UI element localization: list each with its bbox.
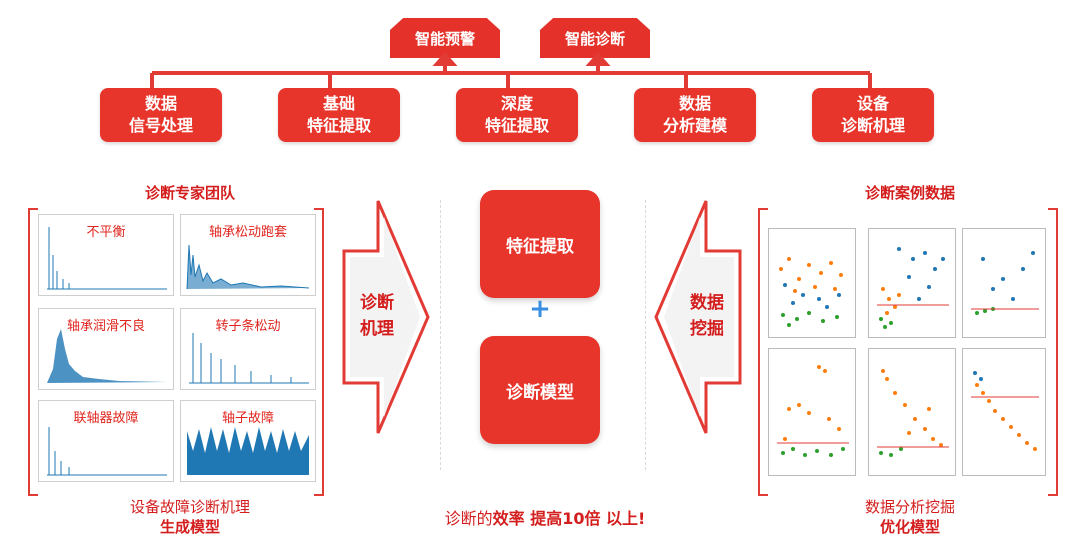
output-label: 智能诊断: [564, 29, 625, 48]
output-smart-diagnosis: 智能诊断: [540, 18, 650, 58]
left-panel-title: 诊断专家团队: [144, 184, 235, 202]
slogan-part2: 效率 提高10倍 以上!: [492, 509, 646, 528]
method-line1: 数据: [678, 94, 711, 113]
right-arrow-line1: 数据: [690, 293, 724, 313]
scatter-chart: [971, 251, 1039, 315]
feature-extraction-box: 特征提取: [480, 190, 600, 298]
scatter-plot: [868, 228, 956, 338]
method-line2: 信号处理: [128, 116, 193, 135]
spectrum-chart: [187, 427, 309, 475]
left-caption-line2: 生成模型: [159, 518, 220, 536]
right-arrow-line2: 挖掘: [690, 319, 724, 339]
method-line2: 诊断机理: [840, 116, 905, 135]
right-caption-line1: 数据分析挖掘: [864, 498, 955, 516]
spectrum-chart: [47, 427, 167, 476]
method-basic-features: 基础 特征提取: [278, 88, 400, 142]
method-line2: 特征提取: [484, 116, 549, 135]
slogan-part1: 诊断的: [444, 509, 493, 528]
spectrum-chart: [47, 227, 167, 290]
output-label: 智能预警: [414, 29, 475, 48]
scatter-chart: [777, 365, 849, 457]
method-data-modeling: 数据 分析建模: [634, 88, 756, 142]
plus-sign: +: [529, 294, 551, 324]
method-signal-processing: 数据 信号处理: [100, 88, 222, 142]
left-caption-line1: 设备故障诊断机理: [129, 498, 250, 516]
connector-lines: [150, 51, 872, 90]
divider-left: [440, 200, 441, 470]
scatter-chart: [971, 371, 1039, 451]
method-deep-features: 深度 特征提取: [456, 88, 578, 142]
fault-label: 转子条松动: [215, 319, 281, 334]
method-line1: 数据: [144, 94, 177, 113]
spectrum-chart: [189, 333, 309, 384]
scatter-chart: [779, 257, 843, 327]
right-caption-line2: 优化模型: [879, 518, 940, 536]
left-arrow-line2: 机理: [360, 319, 394, 339]
scatter-plot: [768, 228, 856, 338]
spectrum-chart: [186, 244, 310, 290]
method-line2: 特征提取: [306, 116, 371, 135]
scatter-chart: [877, 247, 949, 329]
method-diagnosis-mechanism: 设备 诊断机理: [812, 88, 934, 142]
scatter-plot: [868, 348, 956, 476]
fault-label: 轴承松动跑套: [208, 225, 287, 240]
output-smart-warning: 智能预警: [390, 18, 500, 58]
spectrum-chart: [47, 329, 167, 383]
fault-label: 轴子故障: [221, 411, 274, 426]
method-line2: 分析建模: [662, 116, 727, 135]
left-arrow-label: 诊断 机理: [352, 290, 402, 342]
fault-label: 轴承润滑不良: [66, 319, 145, 334]
efficiency-slogan: 诊断的效率 提高10倍 以上!: [380, 505, 710, 529]
fault-label: 联轴器故障: [73, 411, 139, 426]
diagnosis-model-label: 诊断模型: [506, 382, 574, 403]
divider-right: [645, 200, 646, 470]
scatter-plot: [768, 348, 856, 476]
right-panel-title: 诊断案例数据: [864, 184, 955, 202]
scatter-plot: [962, 348, 1046, 476]
data-mining-arrow: [654, 200, 742, 434]
right-arrow-label: 数据 挖掘: [682, 290, 732, 342]
diagnosis-model-box: 诊断模型: [480, 336, 600, 444]
left-arrow-line1: 诊断: [360, 293, 394, 313]
spectrum-plot-imbalance: 不平衡: [38, 214, 174, 296]
method-line1: 设备: [856, 94, 889, 113]
method-line1: 深度: [500, 94, 533, 113]
feature-extraction-label: 特征提取: [506, 236, 574, 257]
spectrum-plot-rotor-bar: 转子条松动: [180, 308, 316, 390]
spectrum-plot-shaft: 轴子故障: [180, 400, 316, 482]
spectrum-plot-bearing-loose: 轴承松动跑套: [180, 214, 316, 296]
scatter-chart: [877, 369, 949, 457]
scatter-plot: [962, 228, 1046, 338]
spectrum-plot-poor-lubrication: 轴承润滑不良: [38, 308, 174, 390]
diagnosis-mechanism-arrow: [342, 200, 430, 434]
method-line1: 基础: [322, 94, 355, 113]
fault-label: 不平衡: [86, 225, 126, 240]
spectrum-plot-coupling: 联轴器故障: [38, 400, 174, 482]
